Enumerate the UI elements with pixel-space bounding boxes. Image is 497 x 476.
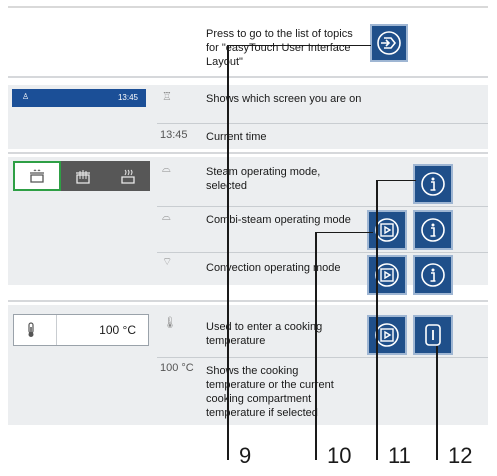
time-description: Current time	[206, 131, 267, 143]
convection-description: Convection operating mode	[206, 262, 341, 274]
temperature-enter-description: Used to enter a cooking temperature	[206, 321, 323, 347]
convection-mode-icon	[121, 169, 135, 184]
combi-mode-icon	[76, 170, 91, 184]
convection-mode-button[interactable]	[106, 161, 150, 191]
thermometer-symbol-icon: 🌡︎	[163, 317, 177, 329]
info-icon	[421, 263, 445, 287]
section-separator	[8, 152, 488, 154]
temperature-detail-button[interactable]	[413, 315, 453, 355]
leader-line-11	[376, 180, 378, 460]
combi-symbol-icon: ⌓	[162, 211, 171, 223]
arrow-into-box-icon	[377, 31, 401, 55]
section-separator	[8, 300, 488, 302]
leader-line-12	[436, 346, 438, 460]
time-symbol: 13:45	[160, 129, 188, 141]
temperature-video-button[interactable]	[367, 315, 407, 355]
combi-info-button[interactable]	[413, 210, 453, 250]
row-divider	[157, 357, 488, 358]
info-icon	[421, 172, 445, 196]
topics-list-button[interactable]	[370, 24, 408, 62]
convection-video-button[interactable]	[367, 255, 407, 295]
callout-9: 9	[239, 443, 252, 468]
screen-icon: ♙	[22, 92, 30, 101]
convection-info-button[interactable]	[413, 255, 453, 295]
header-time: 13:45	[117, 93, 138, 102]
combi-video-button[interactable]	[367, 210, 407, 250]
screen-header-preview: ♙ 13:45	[12, 89, 146, 107]
leader-line-10	[315, 232, 317, 460]
steam-info-button[interactable]	[413, 164, 453, 204]
leader-line-11	[376, 180, 416, 181]
thermometer-icon	[28, 322, 34, 337]
info-icon	[421, 218, 445, 242]
nav-description: Press to go to the list of topics for "e…	[206, 28, 353, 68]
temperature-field[interactable]: 100 °C	[13, 314, 149, 346]
callout-11: 11	[388, 443, 411, 468]
convection-symbol-icon: ⌔	[162, 256, 173, 268]
row-divider	[157, 123, 488, 124]
temperature-value: 100 °C	[99, 323, 136, 337]
leader-line-10	[315, 232, 373, 233]
temperature-symbol: 100 °C	[160, 362, 194, 374]
top-rule	[8, 6, 488, 8]
mode-selector	[13, 161, 150, 191]
callout-10: 10	[327, 443, 352, 468]
section-separator	[8, 76, 488, 78]
leader-line-9	[227, 45, 371, 46]
combi-mode-button[interactable]	[61, 161, 105, 191]
steam-description: Steam operating mode, selected	[206, 166, 321, 192]
steam-mode-icon	[30, 169, 45, 183]
steam-symbol-icon: ⌓	[162, 163, 171, 175]
screen-description: Shows which screen you are on	[206, 93, 362, 105]
steam-mode-button[interactable]	[13, 161, 62, 191]
combi-description: Combi-steam operating mode	[206, 214, 351, 226]
callout-12: 12	[448, 443, 473, 468]
leader-line-9	[227, 45, 229, 460]
narrow-box-icon	[425, 324, 441, 346]
row-divider	[157, 206, 488, 207]
screen-symbol-icon: ♖	[162, 91, 172, 103]
temperature-field-divider	[56, 315, 57, 345]
temperature-show-description: Shows the cooking temperature or the cur…	[206, 365, 334, 419]
row-divider	[157, 252, 488, 253]
